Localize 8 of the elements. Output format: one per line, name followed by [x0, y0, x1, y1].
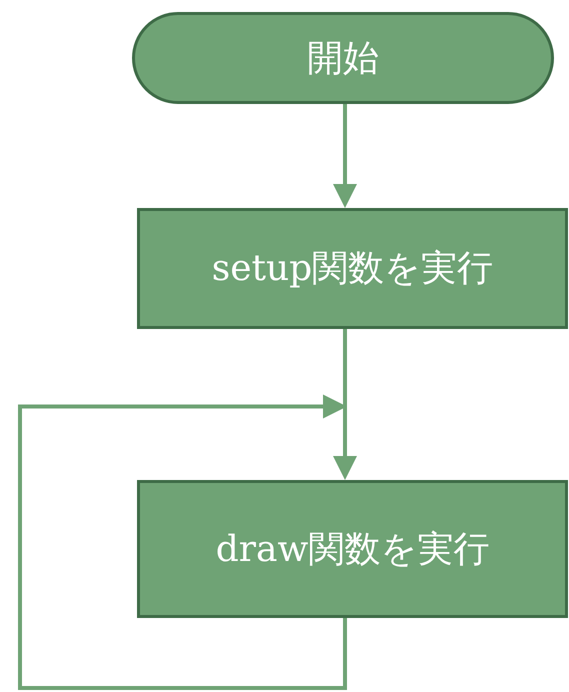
arrow [333, 329, 357, 480]
node-label: draw関数を実行 [216, 528, 490, 572]
process-box [137, 480, 568, 618]
node-label: setup関数を実行 [212, 247, 494, 291]
arrow [333, 104, 357, 208]
loop-arrow [18, 394, 347, 690]
node-label: 開始 [307, 36, 379, 80]
process-box [137, 208, 568, 329]
